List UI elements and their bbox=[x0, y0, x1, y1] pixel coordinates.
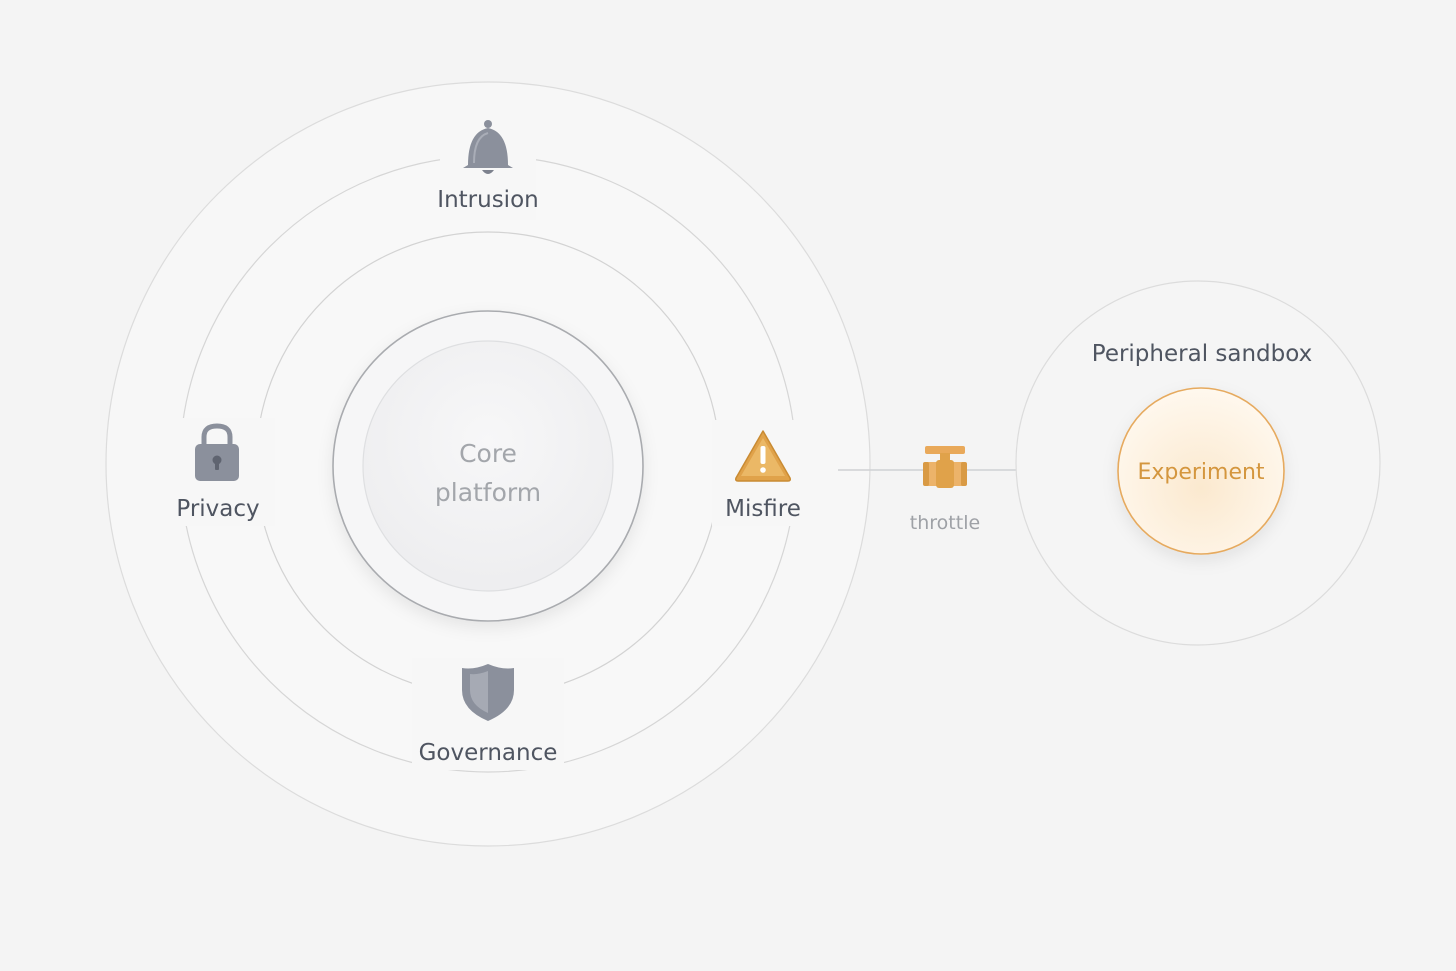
valve-icon bbox=[923, 446, 967, 488]
peripheral-sandbox: Peripheral sandbox Experiment bbox=[1015, 280, 1381, 646]
core-platform: Core platform bbox=[332, 310, 644, 622]
core-title-line2: platform bbox=[435, 478, 541, 507]
experiment-label: Experiment bbox=[1137, 460, 1264, 485]
misfire-label: Misfire bbox=[725, 496, 801, 522]
privacy-label: Privacy bbox=[176, 496, 259, 522]
bell-icon bbox=[463, 120, 513, 174]
threat-privacy: Privacy bbox=[176, 423, 260, 522]
core-title-line1: Core bbox=[459, 439, 517, 468]
warning-icon bbox=[735, 430, 791, 482]
shield-icon bbox=[462, 664, 514, 721]
threat-intrusion: Intrusion bbox=[437, 120, 539, 213]
throttle-connector: throttle bbox=[838, 446, 1100, 534]
threat-governance: Governance bbox=[419, 664, 558, 766]
governance-label: Governance bbox=[419, 740, 558, 766]
sandbox-title: Peripheral sandbox bbox=[1092, 341, 1312, 367]
experiment-node bbox=[1117, 387, 1285, 555]
throttle-label: throttle bbox=[910, 512, 980, 534]
lock-icon bbox=[195, 423, 239, 481]
intrusion-label: Intrusion bbox=[437, 187, 538, 213]
threat-misfire: Misfire bbox=[725, 430, 801, 522]
core-inner-disc bbox=[362, 340, 614, 592]
